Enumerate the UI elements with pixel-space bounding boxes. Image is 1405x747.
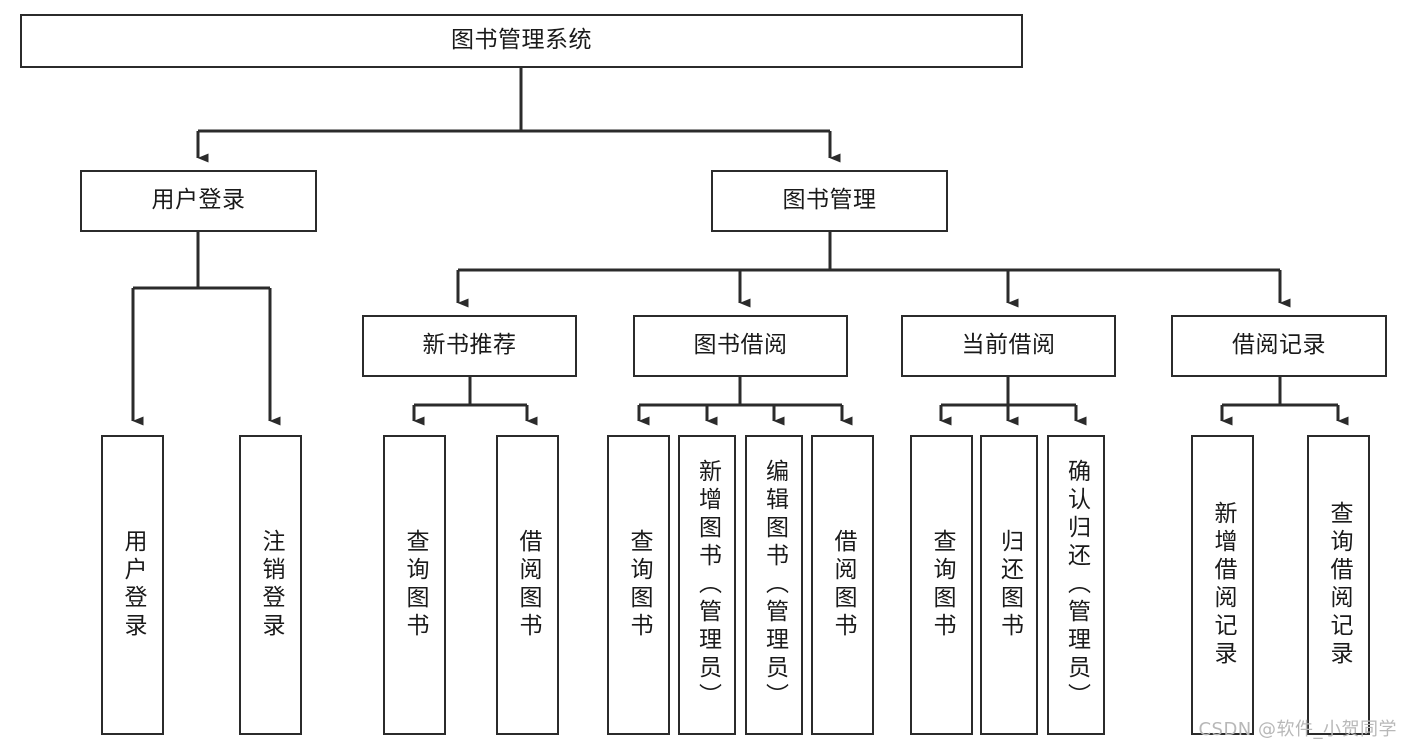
node-book-management-label: 图书管理 — [782, 187, 877, 214]
node-current-borrow-label: 当前借阅 — [961, 332, 1056, 359]
node-leaf-book-borrow-3[interactable]: 编辑图书（管理员） — [745, 435, 803, 735]
node-user-login[interactable]: 用户登录 — [80, 170, 317, 232]
node-root-label: 图书管理系统 — [451, 27, 592, 54]
node-leaf-book-borrow-1[interactable]: 查询图书 — [607, 435, 670, 735]
node-borrow-records[interactable]: 借阅记录 — [1171, 315, 1387, 377]
node-book-borrow[interactable]: 图书借阅 — [633, 315, 848, 377]
node-leaf-new-book-2[interactable]: 借阅图书 — [496, 435, 559, 735]
node-leaf-label: 注销登录 — [258, 529, 284, 641]
node-leaf-new-book-1[interactable]: 查询图书 — [383, 435, 446, 735]
node-leaf-label: 借阅图书 — [515, 529, 541, 641]
node-leaf-label: 归还图书 — [996, 529, 1023, 641]
node-leaf-label: 编辑图书（管理员） — [761, 459, 788, 711]
node-leaf-label: 借阅图书 — [830, 529, 856, 641]
node-leaf-borrow-records-1[interactable]: 新增借阅记录 — [1191, 435, 1254, 735]
node-leaf-book-borrow-2[interactable]: 新增图书（管理员） — [678, 435, 736, 735]
node-leaf-label: 查询图书 — [402, 529, 428, 641]
node-leaf-user-login-2[interactable]: 注销登录 — [239, 435, 302, 735]
node-current-borrow[interactable]: 当前借阅 — [901, 315, 1116, 377]
node-new-book-recommend-label: 新书推荐 — [422, 332, 517, 359]
node-book-management[interactable]: 图书管理 — [711, 170, 948, 232]
node-new-book-recommend[interactable]: 新书推荐 — [362, 315, 577, 377]
node-leaf-label: 查询借阅记录 — [1326, 501, 1352, 669]
node-leaf-label: 用户登录 — [120, 529, 146, 641]
node-borrow-records-label: 借阅记录 — [1232, 332, 1326, 359]
node-user-login-label: 用户登录 — [151, 187, 246, 214]
watermark: CSDN @软件_小贺同学 — [1198, 719, 1397, 740]
node-leaf-book-borrow-4[interactable]: 借阅图书 — [811, 435, 874, 735]
node-leaf-current-borrow-3[interactable]: 确认归还（管理员） — [1047, 435, 1105, 735]
node-root[interactable]: 图书管理系统 — [20, 14, 1023, 68]
node-leaf-borrow-records-2[interactable]: 查询借阅记录 — [1307, 435, 1370, 735]
node-leaf-label: 新增借阅记录 — [1210, 501, 1236, 669]
node-leaf-current-borrow-2[interactable]: 归还图书 — [980, 435, 1038, 735]
node-book-borrow-label: 图书借阅 — [693, 332, 788, 359]
node-leaf-user-login-1[interactable]: 用户登录 — [101, 435, 164, 735]
node-leaf-label: 确认归还（管理员） — [1063, 459, 1090, 711]
node-leaf-current-borrow-1[interactable]: 查询图书 — [910, 435, 973, 735]
node-leaf-label: 新增图书（管理员） — [694, 459, 721, 711]
node-leaf-label: 查询图书 — [929, 529, 955, 641]
node-leaf-label: 查询图书 — [626, 529, 652, 641]
